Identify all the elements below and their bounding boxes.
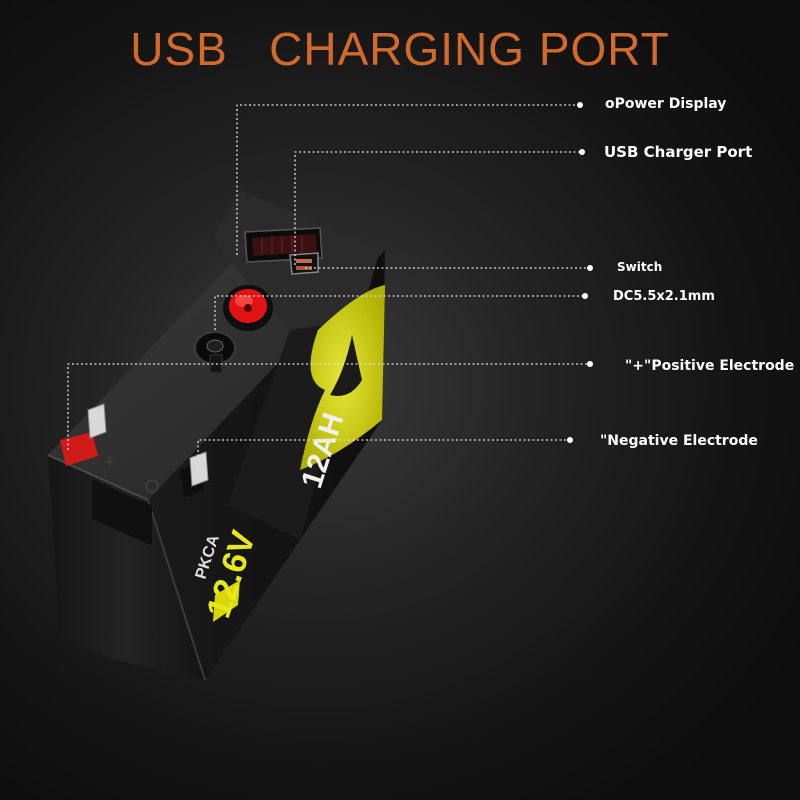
battery-front-face <box>48 455 205 680</box>
page-title: USB CHARGING PORT <box>130 23 670 75</box>
usb-contact <box>296 259 312 263</box>
edge-highlight <box>47 454 149 501</box>
label-yellow-tag <box>213 580 240 622</box>
leader-dc-jack <box>214 295 585 330</box>
positive-terminal[interactable]: + <box>60 403 116 470</box>
leader-power-display <box>236 104 580 255</box>
dc-jack[interactable] <box>194 331 236 374</box>
leader-positive <box>67 363 590 450</box>
usb-port[interactable] <box>289 252 319 275</box>
leader-negative <box>197 439 570 470</box>
negative-terminal[interactable] <box>145 451 209 498</box>
callout-switch: Switch <box>617 260 663 274</box>
callout-negative-electrode: "Negative Electrode <box>600 433 758 449</box>
side-yellow-graphic <box>213 285 385 622</box>
usb-contact <box>296 266 312 270</box>
front-recess <box>92 478 152 546</box>
callout-dots <box>567 102 593 443</box>
callout-power-display: oPower Display <box>605 96 727 112</box>
negative-mark <box>145 479 159 493</box>
power-display <box>244 227 323 263</box>
power-switch[interactable] <box>223 285 273 331</box>
leader-usb-port <box>294 151 582 265</box>
callout-leaders <box>67 104 590 470</box>
positive-mark: + <box>104 454 116 470</box>
callout-positive-electrode: "+"Positive Electrode <box>625 358 795 374</box>
edge-highlight <box>147 499 206 681</box>
callout-usb-charger-port: USB Charger Port <box>604 143 753 161</box>
callout-dc-jack: DC5.5x2.1mm <box>613 289 715 304</box>
